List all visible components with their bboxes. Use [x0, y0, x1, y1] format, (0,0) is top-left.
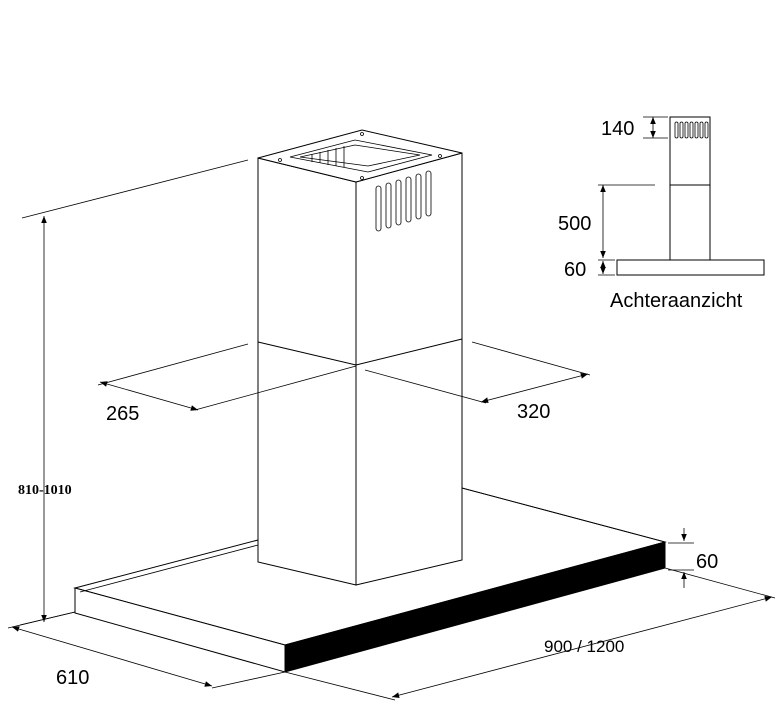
- canopy-width-label: 900 / 1200: [544, 637, 624, 656]
- chimney-top-opening: [289, 139, 433, 173]
- chimney-depth-label: 265: [106, 403, 139, 425]
- chimney-depth-dimension: [97, 343, 357, 411]
- rear-bottom-label: 60: [564, 259, 586, 281]
- screw-hole-icon: [360, 176, 364, 180]
- chimney-right-face: [355, 152, 463, 586]
- chimney: [257, 129, 463, 586]
- canopy-inner-edge: [79, 544, 259, 593]
- screw-hole-icon: [278, 158, 282, 162]
- canopy-depth-dimension: [7, 611, 286, 689]
- chimney-opening-hatch: [311, 146, 345, 167]
- canopy-depth-label: 610: [56, 667, 89, 689]
- chimney-vent-slots: [375, 170, 432, 232]
- canopy-height-dimension: [668, 528, 694, 588]
- rear-lower-chimney: [669, 184, 711, 261]
- rear-view-title: Achteraanzicht: [610, 290, 743, 312]
- rear-middle-label: 500: [558, 213, 591, 235]
- chimney-top: [257, 129, 463, 183]
- screw-hole-icon: [438, 154, 442, 158]
- rear-top-label: 140: [601, 118, 634, 140]
- chimney-section-joint: [257, 338, 463, 366]
- chimney-width-label: 320: [517, 401, 550, 423]
- chimney-left-face: [257, 157, 357, 586]
- rear-vent-slots: [674, 121, 709, 139]
- chimney-width-dimension: [364, 341, 591, 404]
- rear-view: [598, 116, 765, 276]
- canopy-height-label: 60: [696, 551, 718, 573]
- screw-hole-icon: [360, 132, 364, 136]
- chimney-top-opening-inner: [299, 144, 421, 167]
- rear-canopy: [616, 259, 765, 276]
- height-label: 810-1010: [18, 483, 72, 498]
